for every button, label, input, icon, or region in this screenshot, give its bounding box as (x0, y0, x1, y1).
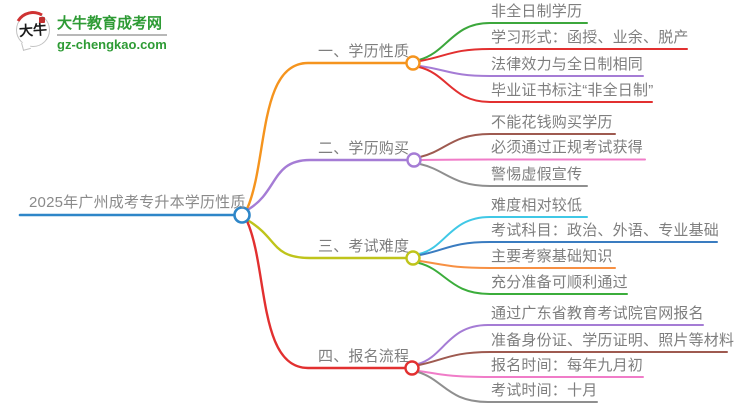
branch-3-label[interactable]: 三、考试难度 (318, 238, 410, 255)
logo-icon-text: 大牛 (18, 21, 48, 39)
branch-2-child-1-line (419, 133, 616, 158)
branch-4-stem-line (245, 219, 407, 370)
branch-4-label[interactable]: 四、报名流程 (318, 348, 410, 365)
logo-seal-icon (39, 17, 45, 23)
branch-4-child-4-line (417, 371, 598, 403)
logo-icon: 大牛 (9, 6, 57, 54)
branch-1-child-2-line (419, 48, 688, 62)
branch-1-child-3-label[interactable]: 法律效力与全日制相同 (491, 56, 644, 73)
branch-2-child-3-line (419, 163, 588, 187)
branch-3-child-4-label[interactable]: 充分准备可顺利通过 (491, 274, 628, 291)
branch-1-stem-line (245, 61, 408, 211)
branch-2-stem-line (247, 158, 409, 211)
branch-3-child-1-line (418, 216, 588, 255)
branch-1-child-3-line (419, 65, 644, 77)
branch-4-child-4-label[interactable]: 考试时间：十月 (491, 382, 598, 399)
branch-4-child-1-label[interactable]: 通过广东省教育考试院官网报名 (491, 305, 704, 322)
branch-1-child-1-line (418, 22, 588, 61)
logo-text-block: 大牛教育成考网 gz-chengkao.com (57, 13, 167, 52)
logo-domain: gz-chengkao.com (57, 37, 167, 52)
branch-4-child-3-line (418, 370, 644, 378)
branch-4-child-2-label[interactable]: 准备身份证、学历证明、照片等材料 (491, 332, 735, 349)
branch-2-child-1-label[interactable]: 不能花钱购买学历 (491, 114, 613, 131)
branch-2-node-circle[interactable] (406, 152, 422, 168)
branch-2-label[interactable]: 二、学历购买 (318, 140, 410, 157)
branch-2-child-2-line (420, 158, 646, 161)
logo-divider (57, 34, 167, 36)
branch-2-child-3-label[interactable]: 警惕虚假宣传 (491, 166, 583, 183)
branch-1-child-4-line (418, 66, 653, 103)
branch-4-node-circle[interactable] (404, 360, 420, 376)
branch-3-child-2-line (419, 241, 718, 256)
branch-1-child-1-label[interactable]: 非全日制学历 (491, 3, 583, 20)
root-node-circle[interactable] (233, 206, 251, 224)
branch-3-node-circle[interactable] (405, 250, 421, 266)
branch-1-label[interactable]: 一、学历性质 (318, 43, 410, 60)
branch-4-child-3-label[interactable]: 报名时间：每年九月初 (491, 357, 644, 374)
branch-3-stem-line (247, 219, 408, 260)
branch-4-child-2-line (418, 351, 728, 366)
root-node-label[interactable]: 2025年广州成考专升本学历性质 (29, 194, 246, 211)
branch-1-child-4-label[interactable]: 毕业证书标注“非全日制” (491, 82, 654, 99)
branch-3-child-3-label[interactable]: 主要考察基础知识 (491, 248, 613, 265)
branch-3-child-4-line (418, 262, 628, 295)
logo-speech-tail (21, 41, 31, 51)
site-logo: 大牛 大牛教育成考网 gz-chengkao.com (9, 6, 167, 54)
branch-3-child-2-label[interactable]: 考试科目：政治、外语、专业基础 (491, 222, 720, 239)
branch-3-child-1-label[interactable]: 难度相对较低 (491, 197, 583, 214)
branch-1-child-2-label[interactable]: 学习形式：函授、业余、脱产 (491, 29, 689, 46)
branch-3-child-3-line (419, 260, 616, 269)
branch-4-child-1-line (417, 324, 704, 365)
branch-2-child-2-label[interactable]: 必须通过正规考试获得 (491, 139, 644, 156)
branch-1-node-circle[interactable] (405, 55, 421, 71)
logo-brand-name: 大牛教育成考网 (57, 15, 163, 32)
